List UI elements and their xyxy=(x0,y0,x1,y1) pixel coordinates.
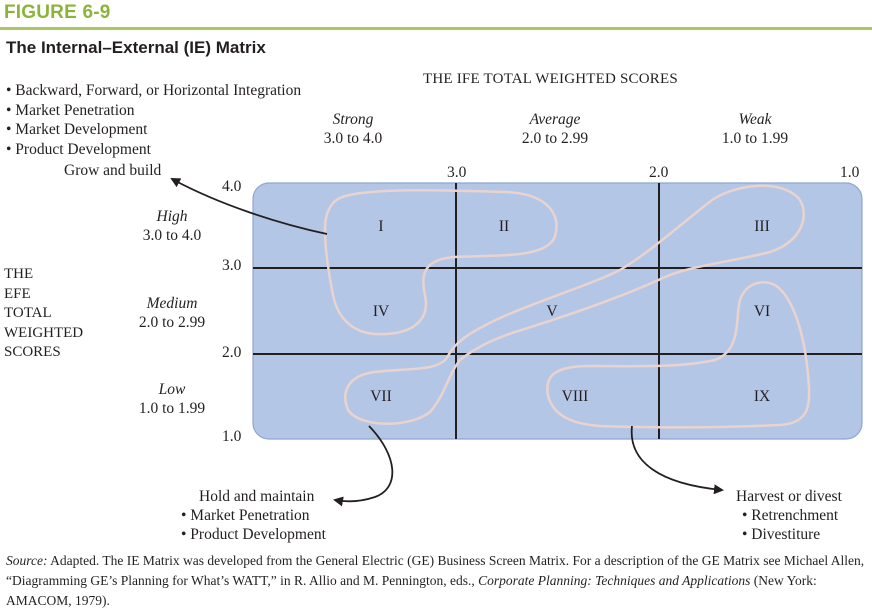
cell-label-9: IX xyxy=(754,388,770,405)
column-range: 3.0 to 4.0 xyxy=(323,130,383,147)
grow-arrow xyxy=(170,178,328,235)
grow-region-outline xyxy=(323,188,558,336)
figure-title: The Internal–External (IE) Matrix xyxy=(6,38,266,57)
harvest-arrow xyxy=(630,425,724,495)
row-name: Medium xyxy=(146,295,198,312)
cell-label-8: VIII xyxy=(562,388,589,405)
row-header-medium: Medium 2.0 to 2.99 xyxy=(122,294,222,332)
row-name: High xyxy=(156,208,188,225)
source-text-end: (New York: AMACOM, 1979). xyxy=(6,573,817,608)
efe-tick-4: 4.0 xyxy=(222,178,242,195)
hold-label: Hold and maintain xyxy=(199,488,315,505)
efe-title-line: TOTAL xyxy=(4,305,52,321)
figure-label: FIGURE 6-9 xyxy=(4,2,111,23)
hold-arrow xyxy=(333,425,394,507)
cell-label-7: VII xyxy=(370,388,392,405)
source-note: Source: Adapted. The IE Matrix was devel… xyxy=(6,551,868,611)
row-name: Low xyxy=(158,381,186,398)
efe-tick-1: 1.0 xyxy=(222,428,242,445)
source-lead: Source: xyxy=(6,553,48,568)
hold-block: Hold and maintain • Market Penetration •… xyxy=(181,487,326,544)
cell-label-5: V xyxy=(546,303,558,320)
harvest-region-outline xyxy=(546,281,811,429)
row-range: 1.0 to 1.99 xyxy=(138,400,206,417)
efe-tick-3: 3.0 xyxy=(222,257,242,274)
column-name: Average xyxy=(529,111,581,128)
ife-axis-title: THE IFE TOTAL WEIGHTED SCORES xyxy=(423,71,678,87)
list-item: • Market Penetration xyxy=(6,101,135,119)
cell-label-6: VI xyxy=(754,303,770,320)
list-item: • Retrenchment xyxy=(742,507,839,524)
cell-label-1: I xyxy=(378,218,383,235)
list-item: • Backward, Forward, or Horizontal Integ… xyxy=(6,82,302,99)
cell-label-4: IV xyxy=(373,303,390,320)
efe-title-line: THE xyxy=(4,266,34,282)
cell-label-3: III xyxy=(754,218,770,235)
matrix-background xyxy=(252,182,863,440)
harvest-label: Harvest or divest xyxy=(736,488,842,505)
row-range: 3.0 to 4.0 xyxy=(142,227,202,244)
harvest-block: Harvest or divest • Retrenchment • Dives… xyxy=(736,487,842,544)
column-header-strong: Strong 3.0 to 4.0 xyxy=(293,110,413,148)
efe-axis-title: THE EFE TOTAL WEIGHTED SCORES xyxy=(4,265,83,363)
efe-title-line: EFE xyxy=(4,285,31,302)
column-range: 1.0 to 1.99 xyxy=(721,130,789,147)
column-name: Strong xyxy=(332,111,374,128)
efe-title-line: SCORES xyxy=(4,344,61,360)
list-item: • Divestiture xyxy=(742,526,821,543)
header-rule xyxy=(0,27,872,30)
list-item: • Market Development xyxy=(6,121,148,138)
list-item: • Market Penetration xyxy=(181,507,310,524)
column-header-average: Average 2.0 to 2.99 xyxy=(490,110,620,148)
ife-tick-3: 3.0 xyxy=(447,164,467,181)
source-book-title: Corporate Planning: Techniques and Appli… xyxy=(478,573,751,588)
cell-label-2: II xyxy=(499,218,509,235)
source-text: Adapted. The IE Matrix was developed fro… xyxy=(6,553,865,588)
efe-tick-2: 2.0 xyxy=(222,344,242,361)
ife-tick-1: 1.0 xyxy=(840,164,860,181)
efe-title-line: WEIGHTED xyxy=(4,324,84,341)
ife-tick-2: 2.0 xyxy=(649,164,669,181)
hold-region-outline xyxy=(344,184,805,425)
grow-label: Grow and build xyxy=(64,162,162,179)
row-header-low: Low 1.0 to 1.99 xyxy=(122,380,222,418)
column-header-weak: Weak 1.0 to 1.99 xyxy=(690,110,820,148)
column-range: 2.0 to 2.99 xyxy=(521,130,589,147)
column-name: Weak xyxy=(738,111,772,128)
grow-strategies-list: • Backward, Forward, or Horizontal Integ… xyxy=(6,81,301,159)
row-range: 2.0 to 2.99 xyxy=(138,314,206,331)
list-item: • Product Development xyxy=(6,140,151,158)
list-item: • Product Development xyxy=(181,526,326,543)
row-header-high: High 3.0 to 4.0 xyxy=(122,207,222,245)
